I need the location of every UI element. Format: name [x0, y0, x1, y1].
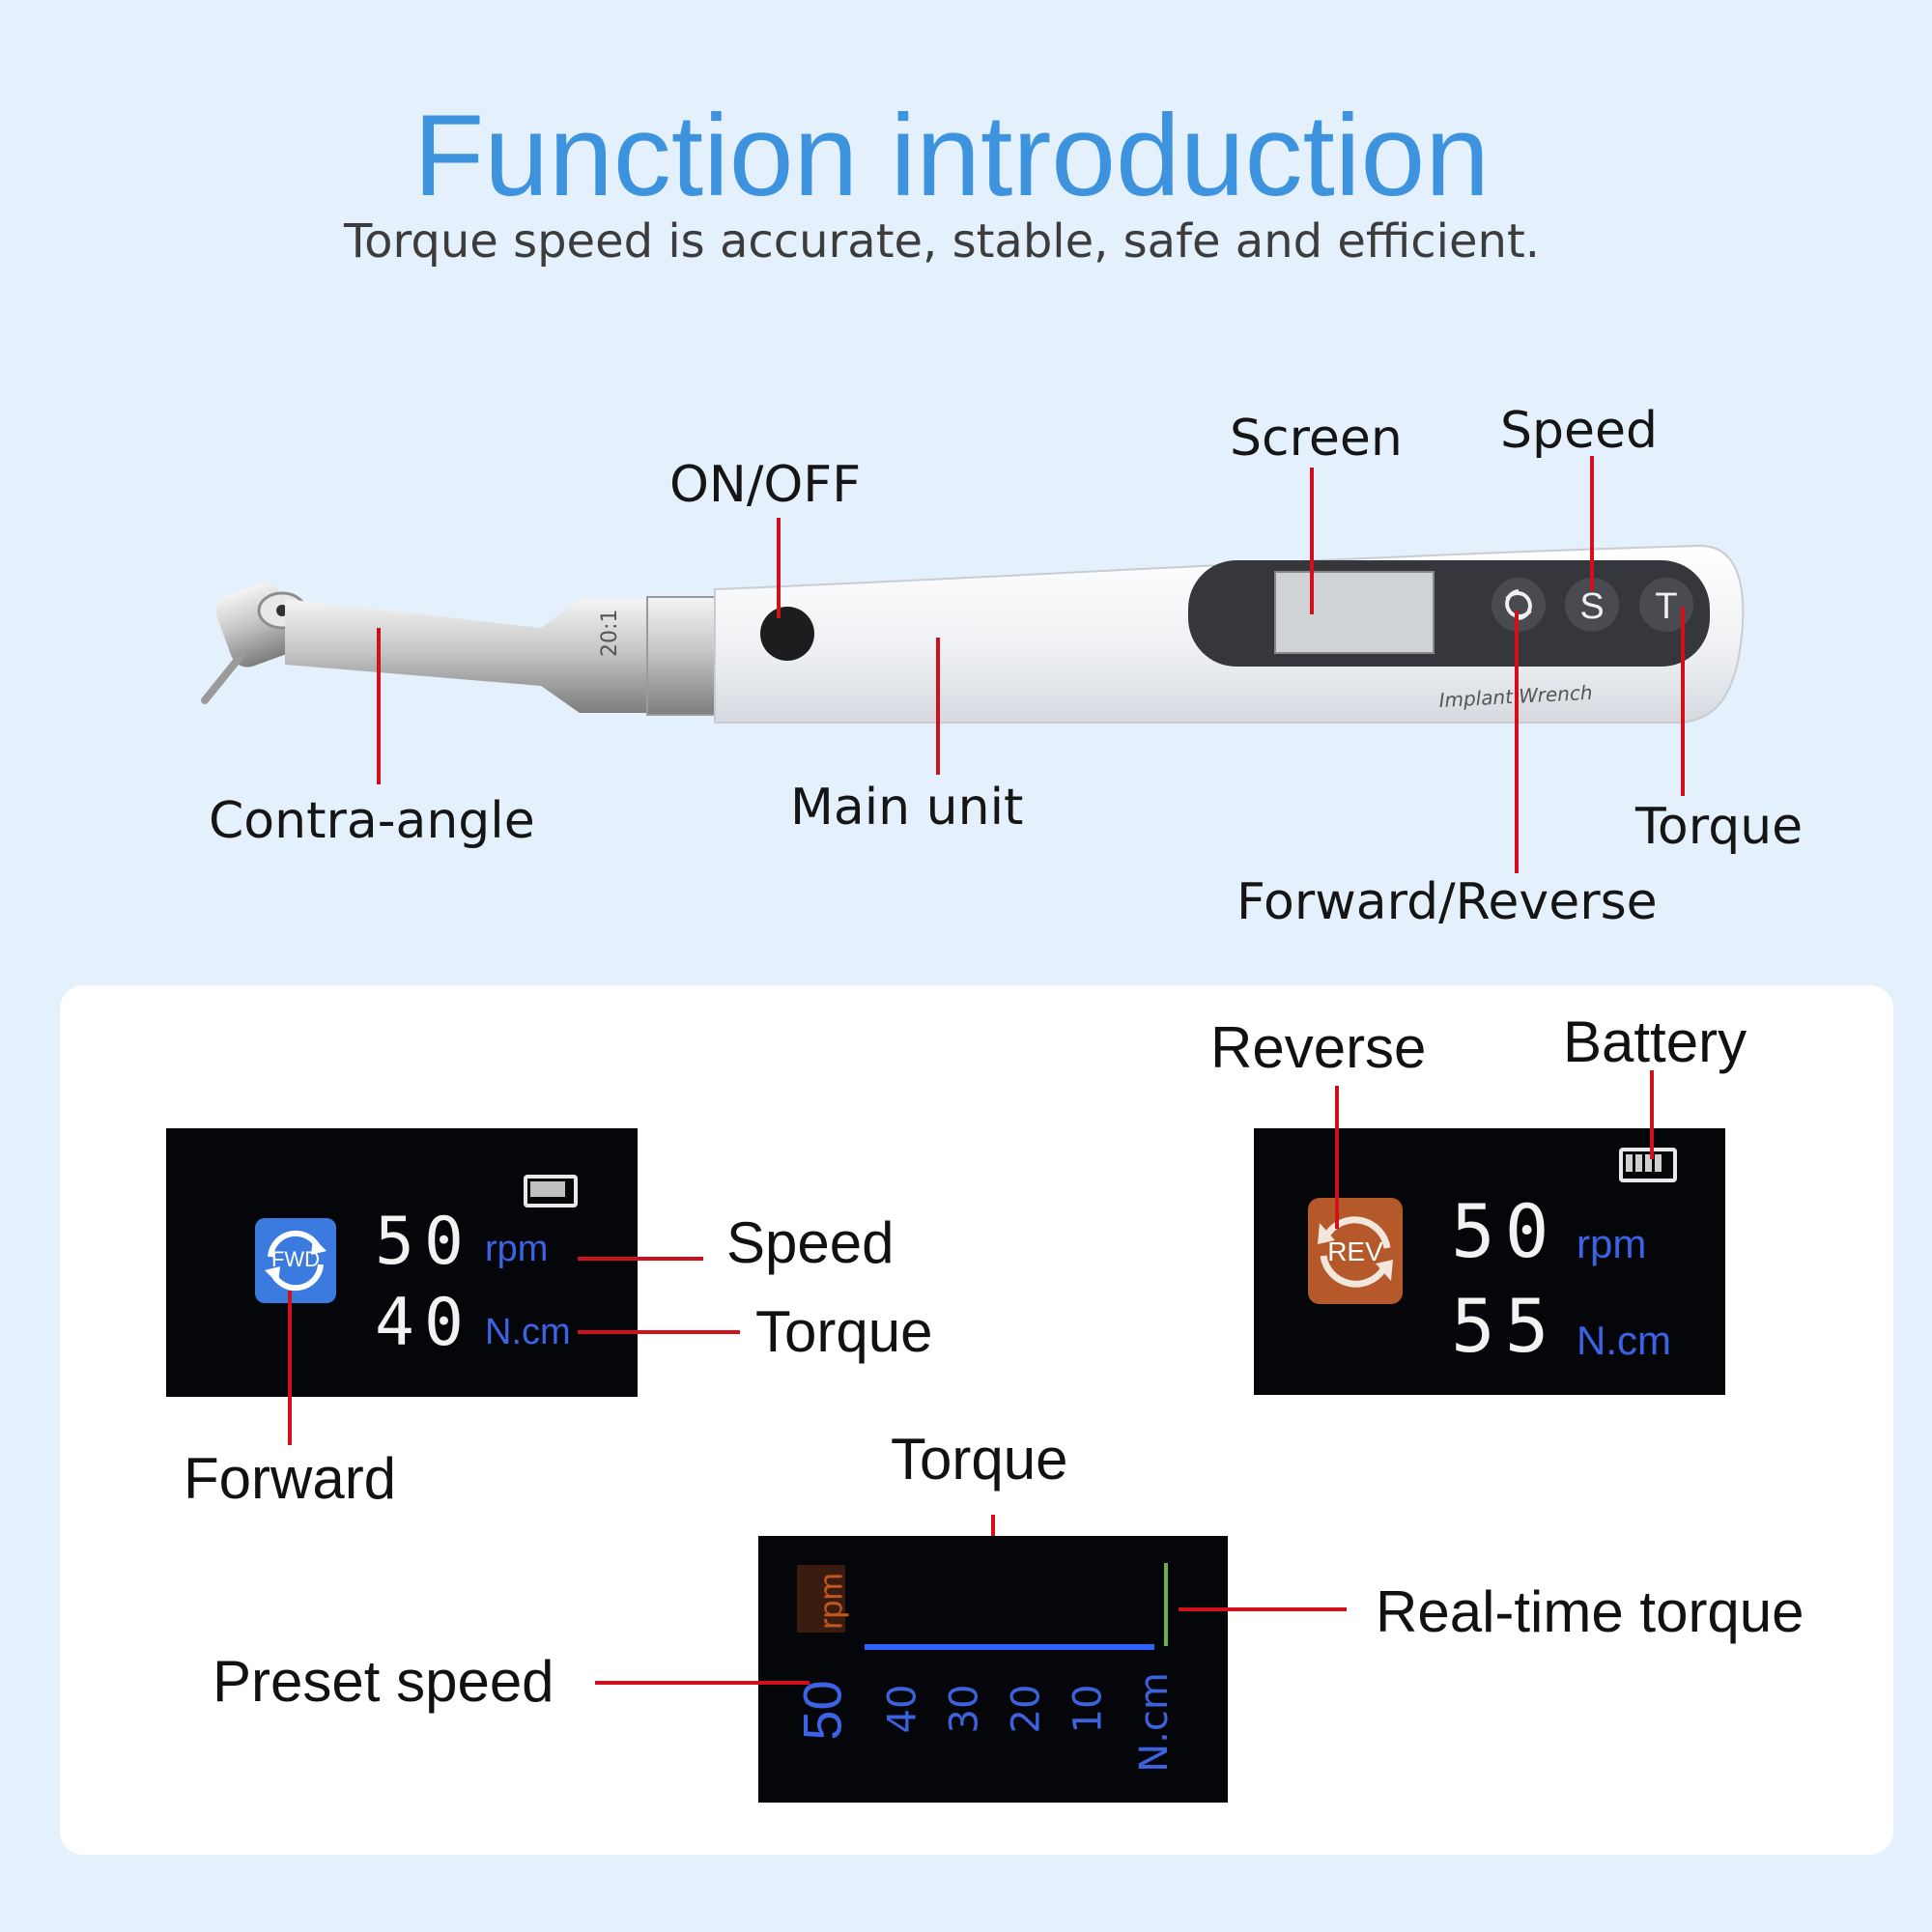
forward-reverse-button: [1492, 578, 1546, 632]
control-panel: [1188, 560, 1710, 667]
label-battery: Battery: [1563, 1009, 1747, 1074]
forward-badge: FWD: [255, 1218, 336, 1303]
reverse-badge-text: REV: [1327, 1236, 1383, 1266]
handpiece-illustration: 20:1 S T Implant Wrench: [193, 541, 1758, 734]
torque-button-label: T: [1655, 586, 1677, 627]
label-screen: Screen: [1230, 410, 1403, 468]
screen-reverse: REV 50 rpm 55 N.cm: [1254, 1128, 1725, 1395]
screen-gauge: 50 rpm 40 30 20 10 N.cm: [758, 1536, 1228, 1803]
callout-main-unit: [936, 638, 940, 775]
callout-torque: [1681, 607, 1685, 796]
callout-forward-speed: [578, 1257, 703, 1261]
reverse-speed-value: 50: [1451, 1188, 1559, 1274]
reverse-torque-unit: N.cm: [1577, 1318, 1671, 1363]
tick-30: 30: [942, 1684, 987, 1734]
label-forward: Forward: [184, 1446, 397, 1511]
label-forward-torque: Torque: [755, 1299, 933, 1364]
gauge-torque-unit: N.cm: [1131, 1672, 1177, 1773]
label-torque: Torque: [1635, 798, 1804, 856]
forward-torque-value: 40: [375, 1285, 473, 1361]
reverse-speed-unit: rpm: [1577, 1221, 1647, 1266]
callout-reverse: [1335, 1086, 1339, 1229]
speed-button-label: S: [1579, 586, 1604, 627]
label-contra-angle: Contra-angle: [209, 792, 535, 850]
page-title: Function introduction: [413, 91, 1490, 220]
callout-forward-torque: [578, 1330, 740, 1334]
page-subtitle: Torque speed is accurate, stable, safe a…: [343, 214, 1541, 269]
callout-battery: [1650, 1070, 1654, 1159]
preset-speed-value: 50: [791, 1680, 853, 1741]
forward-torque-unit: N.cm: [485, 1312, 571, 1352]
callout-preset-speed: [595, 1681, 810, 1685]
reverse-rotate-icon: [1318, 1216, 1393, 1288]
callout-on-off: [777, 518, 781, 618]
screen-forward: FWD 50 rpm 40 N.cm: [166, 1128, 638, 1397]
preset-speed-unit: rpm: [812, 1573, 850, 1630]
lcd-screen: [1274, 571, 1435, 654]
forward-speed-unit: rpm: [485, 1229, 549, 1269]
callout-screen: [1310, 468, 1314, 614]
on-off-button: [760, 607, 814, 661]
callout-speed: [1590, 456, 1594, 591]
label-preset-speed: Preset speed: [213, 1649, 554, 1714]
label-speed: Speed: [1500, 402, 1659, 460]
label-gauge-torque: Torque: [891, 1427, 1068, 1492]
forward-rotate-icon: [265, 1230, 327, 1292]
label-forward-speed: Speed: [726, 1210, 895, 1275]
callout-forward: [288, 1291, 292, 1445]
callout-realtime-torque: [1179, 1607, 1347, 1611]
battery-icon: [1619, 1148, 1677, 1182]
torque-button: [1639, 578, 1693, 632]
torque-scale-bar: [865, 1644, 1154, 1650]
tick-20: 20: [1004, 1684, 1049, 1734]
reverse-torque-value: 55: [1451, 1283, 1559, 1369]
preset-speed-group: 50: [791, 1650, 853, 1766]
handpiece-drawing: 20:1 S T Implant Wrench: [201, 544, 1745, 724]
forward-speed-value: 50: [375, 1204, 473, 1280]
ratio-mark: 20:1: [598, 610, 622, 657]
reverse-badge: REV: [1308, 1198, 1403, 1304]
speed-button: [1565, 578, 1619, 632]
tick-40: 40: [880, 1684, 925, 1734]
battery-icon: [524, 1175, 578, 1208]
label-on-off: ON/OFF: [669, 456, 862, 514]
forward-badge-text: FWD: [270, 1247, 321, 1271]
label-realtime-torque: Real-time torque: [1376, 1579, 1804, 1644]
realtime-torque-marker: [1164, 1563, 1168, 1646]
callout-contra-angle: [377, 628, 381, 784]
callout-forward-reverse: [1515, 611, 1519, 873]
tick-10: 10: [1065, 1684, 1111, 1734]
speed-unit-glow: [797, 1565, 845, 1633]
label-main-unit: Main unit: [790, 779, 1024, 837]
label-forward-reverse: Forward/Reverse: [1236, 873, 1658, 931]
label-reverse: Reverse: [1210, 1015, 1427, 1080]
